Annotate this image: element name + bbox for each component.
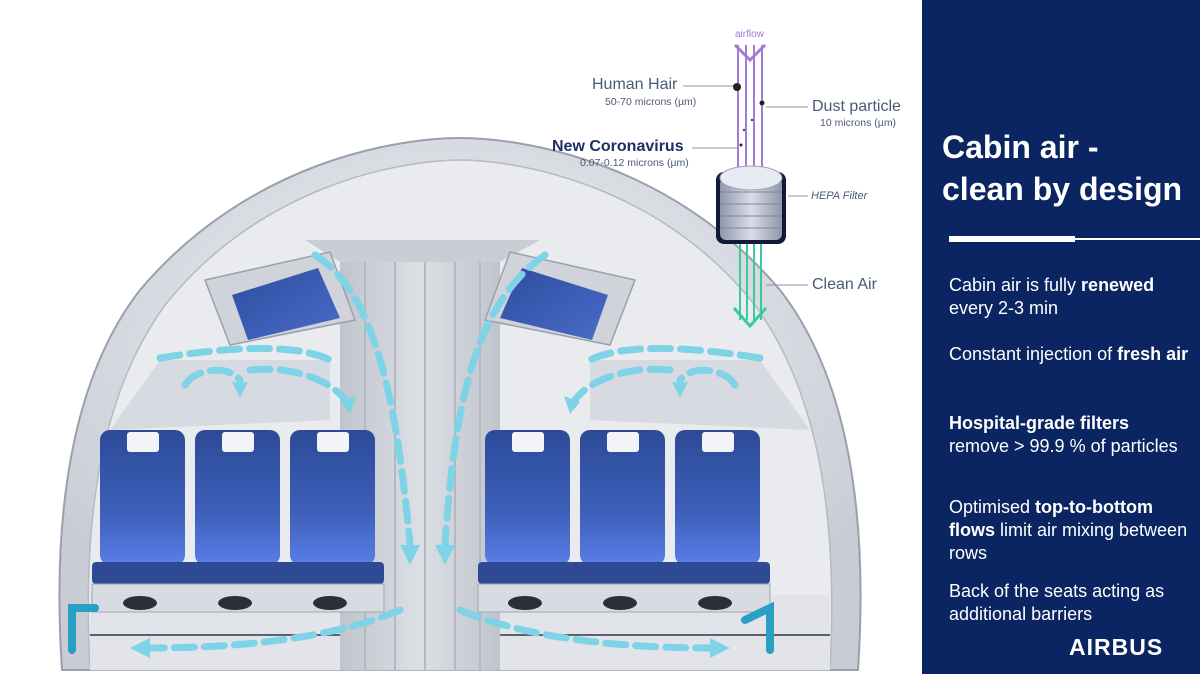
hepa-filter-label: HEPA Filter — [811, 190, 868, 202]
coronavirus-label: New Coronavirus — [552, 138, 684, 155]
seat — [195, 430, 280, 565]
seat-row-right — [477, 430, 771, 613]
cabin-diagram-svg — [58, 43, 862, 671]
leader-lines — [683, 85, 808, 286]
hepa-filter-inset — [683, 43, 808, 329]
hair-particle — [733, 83, 741, 91]
cabin-illustration: airflow Human Hair 50-70 microns (µm) Du… — [58, 29, 901, 671]
dust-particle-size: 10 microns (µm) — [820, 117, 897, 129]
seat — [100, 430, 185, 565]
cabin-airflow-arrows — [146, 251, 764, 652]
panel-title-line-2: clean by design — [942, 171, 1183, 207]
floor-exhaust-arrows — [68, 601, 774, 654]
point-filters: Hospital-grade filters remove > 99.9 % o… — [949, 413, 1178, 456]
cabin-airflow-arrowheads — [130, 382, 730, 658]
seat — [290, 430, 375, 565]
human-hair-label: Human Hair — [592, 76, 678, 93]
seat — [675, 430, 760, 565]
title-divider — [949, 236, 1200, 242]
point-renewed: Cabin air is fully renewed every 2-3 min — [949, 275, 1155, 318]
clean-air-label: Clean Air — [812, 276, 877, 293]
point-fresh-air: Constant injection of fresh air — [949, 344, 1189, 364]
particle-lines — [737, 45, 763, 170]
human-hair-size: 50-70 microns (µm) — [605, 96, 697, 108]
dust-particle-label: Dust particle — [812, 98, 901, 115]
panel-title-line-1: Cabin air - — [942, 129, 1099, 165]
coronavirus-size: 0.07-0.12 microns (µm) — [580, 157, 689, 169]
virus-particle — [739, 143, 743, 147]
seat — [485, 430, 570, 565]
airbus-logo: AIRBUS — [1069, 634, 1164, 660]
seat — [580, 430, 665, 565]
point-seat-barriers: Back of the seats acting as additional b… — [949, 581, 1165, 624]
panel-title: Cabin air - clean by design — [942, 126, 1197, 210]
dust-particle — [759, 100, 765, 106]
airflow-label: airflow — [735, 29, 764, 40]
seat-row-left — [91, 430, 385, 613]
overhead-bin-left — [203, 251, 357, 346]
airflow-chevron-icon — [733, 43, 767, 63]
point-flows: Optimised top-to-bottom flows limit air … — [949, 497, 1188, 563]
clean-air-lines — [739, 244, 762, 320]
info-panel: Cabin air - clean by design Cabin air is… — [922, 0, 1200, 674]
clean-air-chevron-icon — [732, 307, 768, 329]
